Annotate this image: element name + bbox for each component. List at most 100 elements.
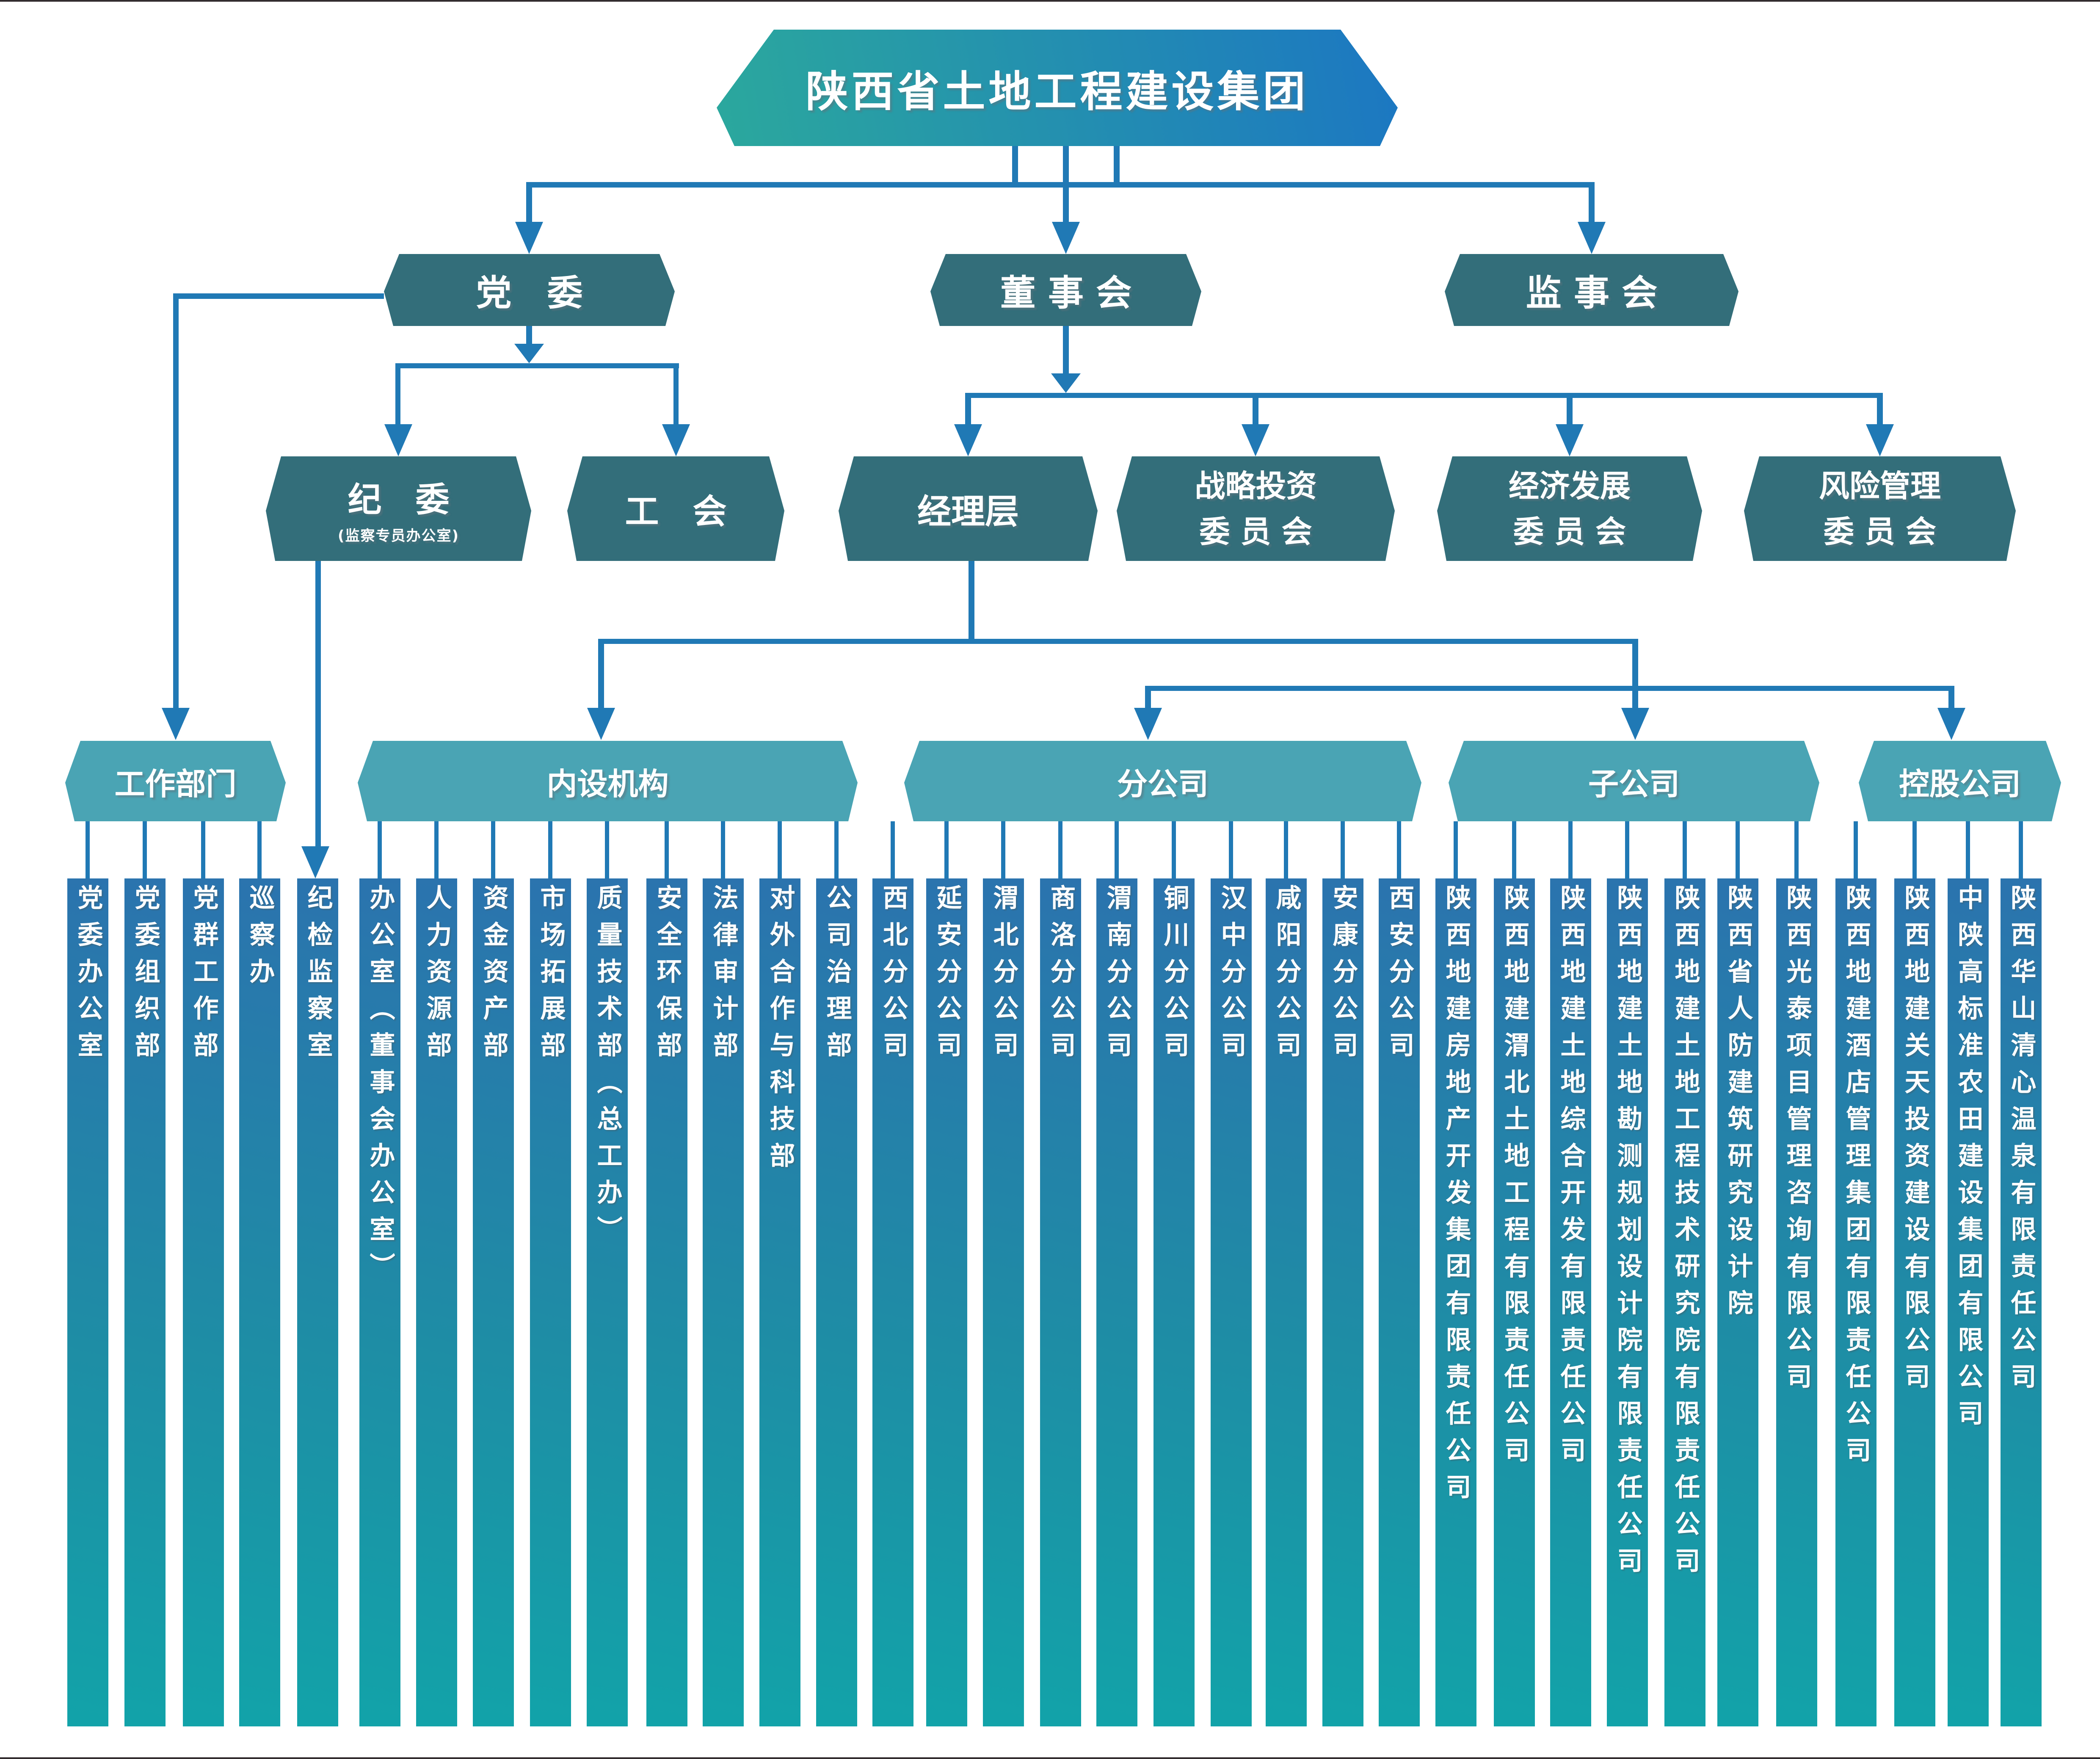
category-branch-companies: 分公司 [904, 741, 1421, 821]
org-bar: 党委组织部 [124, 878, 166, 1726]
org-bar: 西安分公司 [1379, 878, 1420, 1726]
connector [891, 821, 895, 878]
connector [1683, 821, 1687, 878]
connector [526, 188, 532, 222]
connector [1001, 821, 1005, 878]
connector [1397, 821, 1401, 878]
connector [834, 821, 839, 878]
connector [1063, 188, 1069, 222]
connector [2019, 821, 2023, 878]
org-bar: 中陕高标准农田建设集团有限公司 [1948, 878, 1989, 1726]
org-bar: 陕西地建关天投资建设有限公司 [1894, 878, 1935, 1726]
org-bar: 公司治理部 [816, 878, 857, 1726]
connector [378, 821, 382, 878]
arrow-down-icon [1937, 708, 1965, 740]
connector [1854, 821, 1858, 878]
connector [1625, 821, 1629, 878]
connector [598, 639, 1638, 644]
arrow-down-icon [1134, 708, 1162, 740]
org-bar-label: 西北分公司 [878, 884, 908, 1069]
org-bar-label: 汉中分公司 [1217, 884, 1246, 1069]
org-bar-label: 陕西光泰项目管理咨询有限公司 [1782, 884, 1812, 1400]
arrow-down-icon [1621, 708, 1649, 740]
connector [598, 644, 604, 708]
connector [1341, 821, 1345, 878]
org-bar-label: 铜川分公司 [1159, 884, 1189, 1069]
node-labor-union: 工 会 [567, 456, 784, 561]
connector [944, 821, 949, 878]
org-bar-label: 人力资源部 [422, 884, 452, 1069]
connector [491, 821, 495, 878]
org-bar: 陕西地建土地综合开发有限责任公司 [1550, 878, 1591, 1726]
org-bar-label: 党群工作部 [189, 884, 218, 1069]
org-bar-label: 陕西地建关天投资建设有限公司 [1900, 884, 1930, 1400]
org-bar: 党委办公室 [67, 878, 108, 1726]
connector [257, 821, 262, 878]
arrow-down-icon [301, 846, 329, 878]
node-strategic-investment-committee: 战略投资 委 员 会 [1117, 456, 1395, 561]
connector [1567, 398, 1573, 424]
category-internal-bodies: 内设机构 [358, 741, 858, 821]
org-bar: 陕西地建土地工程技术研究院有限责任公司 [1664, 878, 1705, 1726]
connector [1877, 398, 1883, 424]
org-bar: 陕西省人防建筑研究设计院 [1717, 878, 1758, 1726]
connector [1284, 821, 1288, 878]
org-bar-label: 渭北分公司 [989, 884, 1018, 1069]
node-sublabel: (监察专员办公室) [337, 527, 460, 544]
connector [315, 561, 321, 846]
connector [1172, 821, 1176, 878]
category-holding-companies: 控股公司 [1859, 741, 2061, 821]
org-bar: 办公室（董事会办公室） [359, 878, 400, 1726]
org-bar: 对外合作与科技部 [759, 878, 800, 1726]
org-bar-label: 咸阳分公司 [1272, 884, 1301, 1069]
connector [1794, 821, 1799, 878]
node-board-of-directors: 董 事 会 [930, 254, 1201, 326]
arrow-down-icon [1556, 424, 1584, 456]
org-bar-label: 市场拓展部 [536, 884, 566, 1069]
connector [1966, 821, 1970, 878]
node-root: 陕西省土地工程建设集团 [717, 30, 1398, 146]
org-bar-label: 中陕高标准农田建设集团有限公司 [1954, 884, 1983, 1437]
org-bar-label: 纪检监察室 [303, 884, 333, 1069]
org-bar: 资金资产部 [473, 878, 514, 1726]
connector [1145, 691, 1151, 708]
org-bar-label: 陕西地建酒店管理集团有限责任公司 [1841, 884, 1871, 1474]
org-bar: 安康分公司 [1322, 878, 1363, 1726]
org-bar: 渭北分公司 [983, 878, 1024, 1726]
org-bar: 陕西华山清心温泉有限责任公司 [2001, 878, 2042, 1726]
org-bar-label: 党委组织部 [130, 884, 160, 1069]
connector [86, 821, 90, 878]
org-bar-label: 法律审计部 [709, 884, 738, 1069]
arrow-down-icon [1051, 373, 1081, 393]
node-discipline-committee: 纪 委 (监察专员办公室) [266, 456, 531, 561]
connector [721, 821, 725, 878]
node-label: 纪 委 [348, 480, 450, 519]
org-bar: 铜川分公司 [1153, 878, 1195, 1726]
org-bar-label: 商洛分公司 [1046, 884, 1076, 1069]
org-bar-label: 对外合作与科技部 [765, 884, 795, 1179]
connector [965, 398, 971, 424]
connector [1145, 686, 1954, 691]
arrow-down-icon [515, 222, 543, 254]
org-bar: 陕西地建渭北土地工程有限责任公司 [1494, 878, 1535, 1726]
org-bar: 延安分公司 [926, 878, 967, 1726]
node-economic-development-committee: 经济发展 委 员 会 [1437, 456, 1702, 561]
connector [395, 363, 679, 368]
connector [173, 293, 384, 299]
org-bar-label: 安全环保部 [652, 884, 682, 1069]
org-bar: 渭南分公司 [1096, 878, 1137, 1726]
arrow-down-icon [662, 424, 690, 456]
connector [526, 326, 532, 344]
node-party-committee: 党 委 [384, 254, 675, 326]
connector [1454, 821, 1458, 878]
category-work-departments: 工作部门 [65, 741, 286, 821]
arrow-down-icon [1052, 222, 1080, 254]
org-bar: 陕西地建房地产开发集团有限责任公司 [1435, 878, 1476, 1726]
org-bar: 陕西地建土地勘测规划设计院有限责任公司 [1607, 878, 1648, 1726]
org-bar-label: 延安分公司 [932, 884, 962, 1069]
org-bar-label: 资金资产部 [479, 884, 508, 1069]
org-bar-label: 陕西华山清心温泉有限责任公司 [2006, 884, 2036, 1400]
org-bar: 党群工作部 [183, 878, 224, 1726]
org-bar-label: 陕西地建房地产开发集团有限责任公司 [1441, 884, 1471, 1510]
